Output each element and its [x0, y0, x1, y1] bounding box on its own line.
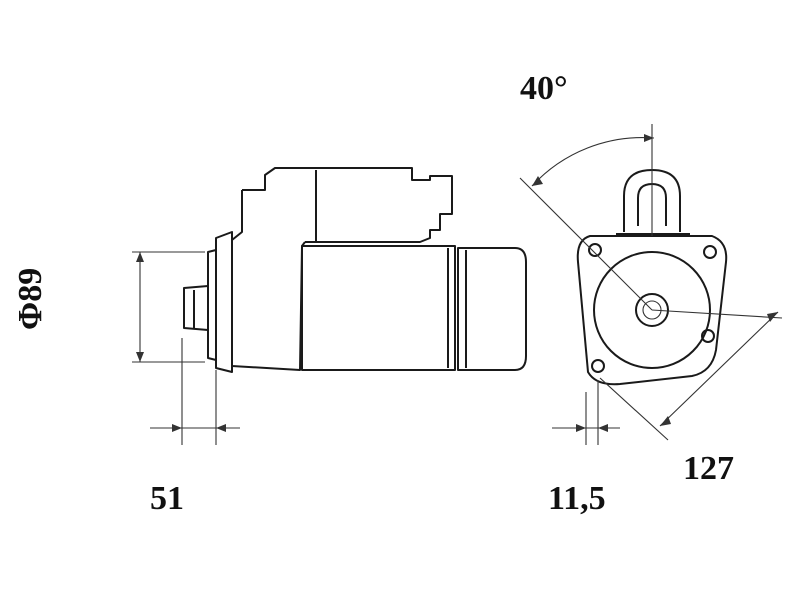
bolt-hole-bottom-left [591, 359, 605, 373]
dimension-lines [132, 124, 783, 445]
bolt-hole-bottom-right [701, 329, 715, 343]
angle-label: 40° [520, 70, 568, 107]
solenoid-housing [242, 167, 453, 243]
flange-distance-label: 51 [150, 480, 184, 517]
mounting-flange [215, 231, 233, 373]
angle-arc [531, 137, 655, 187]
drive-housing [231, 190, 306, 371]
front-flange-outline [576, 235, 728, 386]
side-view [183, 167, 527, 373]
diameter-label: Φ89 [12, 267, 49, 330]
length-label: 127 [683, 450, 734, 487]
front-bore-circle [593, 251, 711, 369]
end-cap [457, 247, 527, 371]
pinion-gear-inner [642, 300, 662, 320]
bolt-hole-top-right [703, 245, 717, 259]
flange-lip [207, 249, 217, 361]
length-dimension-line [659, 311, 779, 427]
pinion-gear [635, 293, 669, 327]
offset-label: 11,5 [548, 480, 606, 517]
motor-body [301, 245, 456, 371]
pinion-shaft [183, 285, 209, 331]
bolt-hole-top-left [588, 243, 602, 257]
